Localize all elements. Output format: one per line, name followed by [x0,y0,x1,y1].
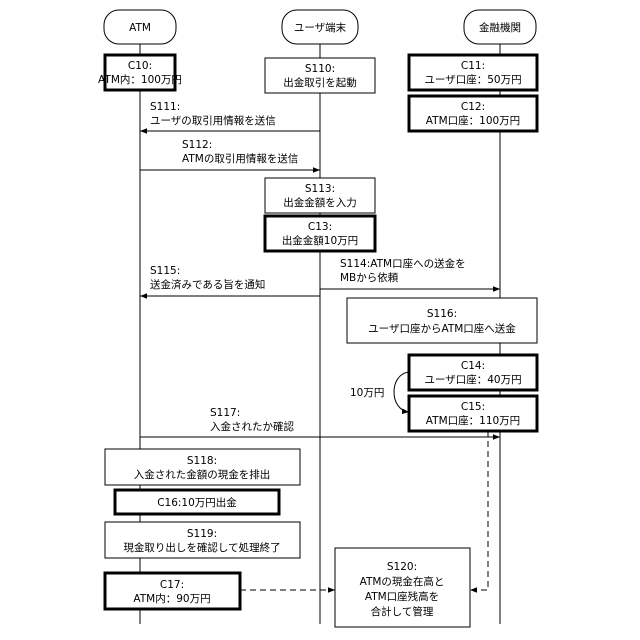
bank-lifeline-title: 金融機関 [479,21,521,34]
box-s118-line-2: 入金された金額の現金を排出 [134,468,271,481]
box-c14-line-1: C14: [461,360,485,372]
box-c14-line-2: ユーザ口座：40万円 [424,373,521,386]
transfer-amount-label: 10万円 [350,387,384,399]
box-s110: S110: 出金取引を起動 [265,58,375,93]
box-c14: C14: ユーザ口座：40万円 [409,355,537,390]
aggregation-from-bank [470,431,488,590]
box-c16: C16:10万円出金 [115,490,279,514]
box-s113-line-2: 出金金額を入力 [283,196,357,209]
box-c13-line-2: 出金金額10万円 [282,234,358,247]
box-c13: C13: 出金金額10万円 [265,216,375,251]
message-s111-label-2: ユーザの取引用情報を送信 [150,114,276,127]
box-s120-line-4: 合計して管理 [371,605,434,618]
transfer-loop: 10万円 [350,372,409,412]
box-s120: S120: ATMの現金在高と ATM口座残高を 合計して管理 [335,548,470,627]
box-c10: C10: ATM内：100万円 [98,55,182,90]
box-s119: S119: 現金取り出しを確認して処理終了 [105,522,300,558]
box-s113-line-1: S113: [305,183,335,195]
box-s120-line-3: ATM口座残高を [365,590,439,603]
box-s120-line-2: ATMの現金在高と [360,575,445,588]
box-c13-line-1: C13: [308,221,332,233]
box-c12: C12: ATM口座：100万円 [409,96,537,131]
box-s119-line-1: S119: [187,528,217,540]
aggregation-from-bank-arrow [470,431,488,590]
box-c10-line-2: ATM内：100万円 [98,73,182,86]
terminal-lifeline-header: ユーザ端末 [282,10,358,44]
box-s110-line-2: 出金取引を起動 [283,76,357,89]
bank-lifeline-header: 金融機関 [464,10,536,44]
message-s117-label-1: S117: [210,407,240,419]
box-c12-line-2: ATM口座：100万円 [426,114,520,127]
terminal-lifeline-title: ユーザ端末 [294,21,347,34]
message-s112-label-1: S112: [182,139,212,151]
box-c17-line-1: C17: [160,579,184,591]
box-c17-line-2: ATM内：90万円 [133,592,210,605]
atm-lifeline-header: ATM [104,10,176,44]
message-s117-label-2: 入金されたか確認 [210,420,294,433]
message-s114-label-2: MBから依頼 [340,271,399,284]
box-s119-line-2: 現金取り出しを確認して処理終了 [123,541,280,554]
box-s118: S118: 入金された金額の現金を排出 [105,449,300,485]
message-s111: S111: ユーザの取引用情報を送信 [140,101,320,131]
message-s115: S115: 送金済みである旨を通知 [140,265,320,296]
box-s120-line-1: S120: [387,561,417,573]
box-c12-line-1: C12: [461,101,485,113]
box-c15-line-2: ATM口座：110万円 [426,414,520,427]
message-s114: S114:ATM口座への送金を MBから依頼 [320,257,500,289]
box-s113: S113: 出金金額を入力 [265,178,375,213]
message-s115-label-2: 送金済みである旨を通知 [150,278,265,291]
box-s110-line-1: S110: [305,63,335,75]
box-c15-line-1: C15: [461,401,485,413]
atm-lifeline-title: ATM [129,22,151,34]
box-c11: C11: ユーザ口座：50万円 [409,55,537,90]
box-c11-line-2: ユーザ口座：50万円 [424,73,521,86]
box-s116-line-2: ユーザ口座からATM口座へ送金 [368,322,516,335]
transfer-loop-arrow [394,372,409,412]
box-s118-line-1: S118: [187,455,217,467]
message-s115-label-1: S115: [150,265,180,277]
box-s116-line-1: S116: [427,308,457,320]
box-c16-line-1: C16:10万円出金 [157,496,237,509]
message-s111-label-1: S111: [150,101,180,113]
message-s112: S112: ATMの取引用情報を送信 [140,139,320,170]
box-c10-line-1: C10: [128,60,152,72]
box-c15: C15: ATM口座：110万円 [409,396,537,431]
box-s116: S116: ユーザ口座からATM口座へ送金 [347,298,537,343]
message-s112-label-2: ATMの取引用情報を送信 [182,152,298,165]
box-c17: C17: ATM内：90万円 [105,573,240,609]
message-s114-label-1: S114:ATM口座への送金を [340,257,466,270]
box-c11-line-1: C11: [461,60,485,72]
